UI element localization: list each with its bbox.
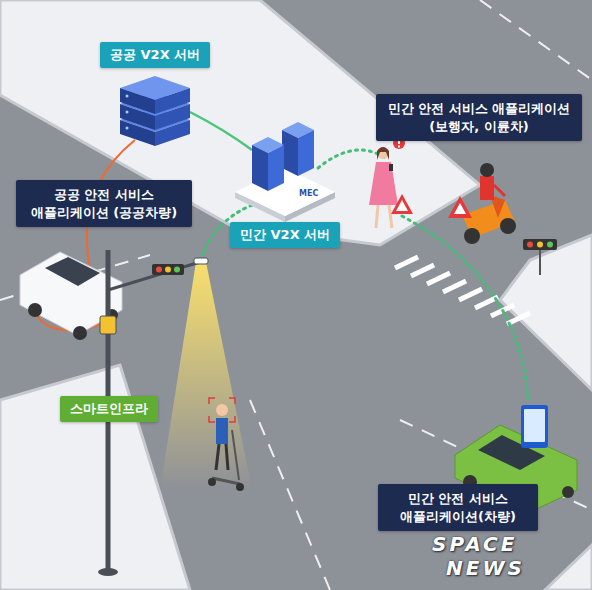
lane-markings-part	[250, 400, 330, 590]
lane-markings-part	[480, 0, 592, 80]
pedestrian-figure-part	[369, 162, 398, 205]
box-text: 민간 V2X 서버	[240, 226, 330, 244]
green-car-part	[524, 409, 545, 442]
crosswalk-part	[459, 289, 482, 300]
motorcycle-figure-part	[454, 203, 466, 214]
mec-label: MEC	[299, 189, 318, 198]
signal-pole-part	[100, 316, 116, 334]
signal-pole-part	[108, 262, 200, 290]
green-car-part	[521, 405, 548, 448]
kick-scooter-rider-part	[232, 430, 239, 480]
kick-scooter-rider-part	[216, 444, 219, 470]
box-text: 스마트인프라	[70, 400, 148, 418]
right-traffic-lights-part	[527, 242, 533, 248]
motorcycle-figure	[448, 163, 516, 244]
kick-scooter-rider-part	[226, 444, 228, 470]
motorcycle-figure-part	[494, 185, 505, 196]
crosswalk-part	[427, 273, 450, 284]
right-traffic-lights-part	[523, 239, 557, 250]
right-traffic-lights-part	[537, 242, 543, 248]
kick-scooter-rider	[208, 398, 244, 491]
pedestrian-figure-part	[377, 147, 389, 160]
mec-server-icon-part	[298, 130, 314, 176]
watermark: NEWS	[446, 556, 525, 580]
pedestrian-figure-part	[377, 147, 389, 159]
white-car-part	[73, 326, 87, 340]
mec-server-icon-part	[252, 145, 268, 191]
link-lines-part	[190, 112, 252, 150]
server-label: 공공 V2X 서버	[100, 42, 210, 68]
motorcycle-figure-part	[480, 163, 494, 177]
public-server-icon-part	[126, 127, 129, 130]
white-car-part	[28, 303, 42, 317]
right-traffic-lights	[523, 239, 557, 275]
right-traffic-lights-part	[547, 242, 553, 248]
pedestrian-figure-part	[398, 146, 400, 148]
service-box: 공공 안전 서비스 애플리케이션 (공공차량)	[16, 180, 192, 227]
server-label: 민간 V2X 서버	[230, 222, 340, 248]
right-traffic-lights-part	[539, 250, 541, 275]
public-server-icon-part	[126, 111, 129, 114]
pedestrian-figure-part	[376, 205, 378, 228]
crosswalk-part	[395, 257, 418, 268]
kick-scooter-rider-part	[236, 483, 244, 491]
box-text: 공공 V2X 서버	[110, 46, 200, 64]
road-ground-part	[545, 545, 592, 590]
pedestrian-figure-part	[389, 205, 392, 228]
kick-scooter-rider-part	[216, 418, 228, 444]
signal-pole-part	[156, 267, 162, 273]
mec-server-icon-part	[235, 168, 335, 216]
motorcycle-figure-part	[480, 176, 494, 200]
light-beam-part	[160, 262, 252, 490]
green-car-part	[562, 486, 574, 498]
public-server-icon-part	[120, 88, 155, 114]
public-server-icon	[120, 76, 190, 146]
signal-pole-part	[152, 264, 184, 275]
signal-pole-part	[174, 267, 180, 273]
motorcycle-figure-part	[464, 228, 480, 244]
crosswalk-part	[411, 265, 434, 276]
public-server-icon-part	[155, 88, 190, 114]
crosswalk	[395, 257, 530, 324]
crosswalk-part	[507, 313, 530, 324]
white-car-part	[45, 257, 100, 286]
road-ground-part	[0, 365, 190, 590]
mec-server-icon-part	[282, 130, 298, 176]
motorcycle-figure-part	[448, 196, 472, 218]
service-box: 민간 안전 서비스 애플리케이션(차량)	[378, 484, 538, 531]
service-box: 민간 안전 서비스 애플리케이션(보행자, 이륜차)	[376, 94, 582, 141]
light-beam	[160, 262, 252, 490]
watermark: SPACE	[432, 532, 517, 556]
kick-scooter-rider-part	[208, 478, 216, 486]
box-text: 민간 안전 서비스 애플리케이션(차량)	[386, 490, 530, 525]
pedestrian-figure-part	[396, 200, 408, 211]
mec-server-icon-part	[268, 145, 284, 191]
signal-pole-part	[165, 267, 171, 273]
kick-scooter-rider-part	[216, 404, 228, 416]
pedestrian-figure-part	[389, 164, 393, 171]
link-lines-part	[318, 150, 385, 168]
road-ground-part	[500, 235, 592, 390]
link-lines-part	[402, 216, 528, 400]
infra-label: 스마트인프라	[60, 396, 158, 422]
pedestrian-figure-part	[391, 194, 413, 214]
signal-pole-part	[194, 258, 208, 264]
public-server-icon-part	[126, 95, 129, 98]
crosswalk-part	[443, 281, 466, 292]
box-text: 공공 안전 서비스 애플리케이션 (공공차량)	[24, 186, 184, 221]
box-text: 민간 안전 서비스 애플리케이션(보행자, 이륜차)	[384, 100, 574, 135]
kick-scooter-rider-part	[212, 478, 240, 484]
motorcycle-figure-part	[500, 218, 516, 234]
pedestrian-figure	[369, 137, 413, 228]
mec-server-icon	[235, 122, 335, 222]
